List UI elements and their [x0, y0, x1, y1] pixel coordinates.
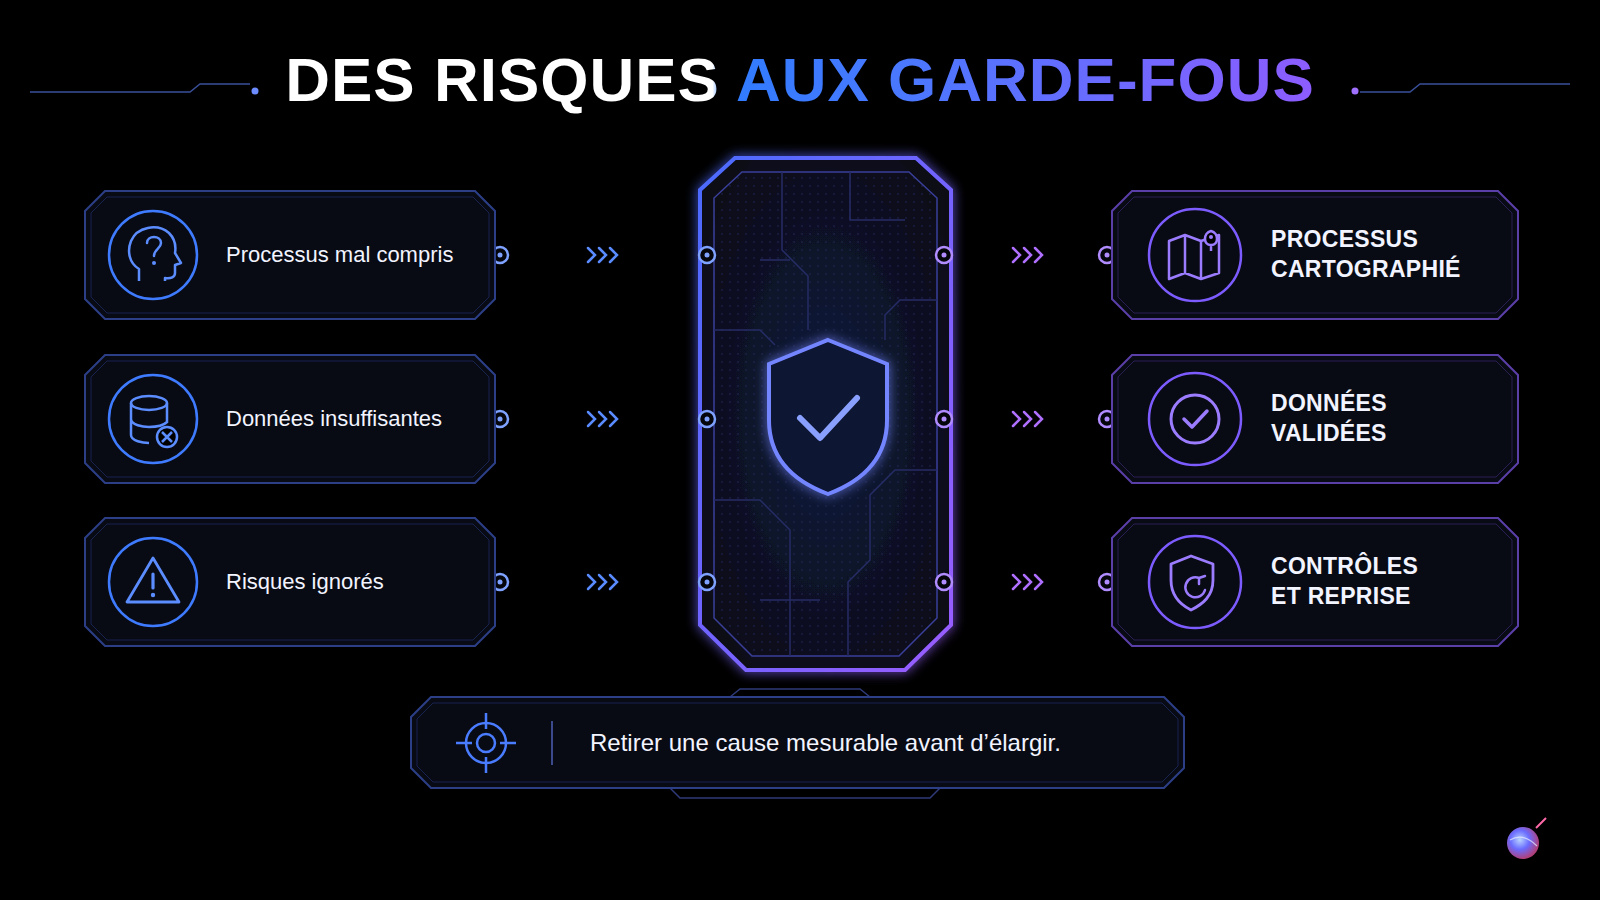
target-icon [436, 693, 536, 793]
flow-chevron [1035, 575, 1042, 589]
flow-chevron [1024, 575, 1031, 589]
safeguard-box: DONNÉES VALIDÉES [1112, 355, 1518, 483]
chevron-gap [586, 573, 598, 591]
flow-chevron [1035, 248, 1042, 262]
box-outline [1112, 191, 1518, 319]
map-icon [1145, 205, 1245, 305]
chevron-gap [1033, 246, 1045, 264]
diagram-title: DES RISQUES AUX GARDE-FOUS [285, 44, 1315, 115]
safeguard-label: CONTRÔLES ET REPRISE [1271, 552, 1446, 612]
port-dot [699, 574, 715, 590]
warn-icon [103, 532, 203, 632]
port-dot-core [705, 417, 710, 422]
port-dot-core [705, 253, 710, 258]
chevron-gap [597, 573, 609, 591]
flow-chevron [588, 412, 595, 426]
port-dot [699, 411, 715, 427]
port-dot-core [1105, 253, 1110, 258]
chevron-gap [1033, 410, 1045, 428]
safeguard-label: PROCESSUS CARTOGRAPHIÉ [1271, 225, 1446, 285]
flow-chevron [588, 575, 595, 589]
head-icon [103, 205, 203, 305]
risk-label: Données insuffisantes [226, 406, 442, 432]
flow-chevron [1024, 248, 1031, 262]
risk-box: Risques ignorés [85, 518, 495, 646]
flow-chevron [599, 248, 606, 262]
chevron-gap [1022, 410, 1034, 428]
connector-ports [492, 246, 1115, 591]
port-dot-core [1105, 417, 1110, 422]
chevron-gap [1011, 573, 1023, 591]
risk-box: Données insuffisantes [85, 355, 495, 483]
title-row: DES RISQUES AUX GARDE-FOUS [0, 44, 1600, 115]
port-dot [936, 247, 952, 263]
port-dot [699, 247, 715, 263]
port-dot [936, 574, 952, 590]
flow-chevron [588, 248, 595, 262]
safeguard-label: DONNÉES VALIDÉES [1271, 389, 1446, 449]
chevron-gap [608, 246, 620, 264]
port-dot-core [498, 417, 503, 422]
chevron-gap [608, 410, 620, 428]
port-dot [936, 411, 952, 427]
port-dot-core [942, 580, 947, 585]
flow-chevron [1013, 412, 1020, 426]
chevron-gap [597, 410, 609, 428]
chevron-gap [1022, 573, 1034, 591]
risk-label: Risques ignorés [226, 569, 384, 595]
box-outline [1112, 518, 1518, 646]
safeguard-box: PROCESSUS CARTOGRAPHIÉ [1112, 191, 1518, 319]
port-dot-core [1105, 580, 1110, 585]
flow-chevron [610, 248, 617, 262]
note-text: Retirer une cause mesurable avant d’élar… [590, 729, 1061, 757]
chevron-gap [608, 573, 620, 591]
logo-globe [1507, 818, 1546, 859]
flow-chevron [599, 575, 606, 589]
port-dot-core [498, 253, 503, 258]
port-dot-core [942, 253, 947, 258]
check-icon [1145, 369, 1245, 469]
box-outline [1112, 355, 1518, 483]
port-dot-core [498, 580, 503, 585]
note-bar: Retirer une cause mesurable avant d’élar… [411, 697, 1184, 788]
chevron-gap [586, 246, 598, 264]
chevron-gap [586, 410, 598, 428]
title-dot [252, 88, 259, 95]
flow-chevron [1013, 575, 1020, 589]
port-dot-core [705, 580, 710, 585]
shield-panel [700, 158, 951, 670]
shieldr-icon [1145, 532, 1245, 632]
chevron-gap [1011, 246, 1023, 264]
flow-chevron [1024, 412, 1031, 426]
flow-chevron [1035, 412, 1042, 426]
chevron-gap [1011, 410, 1023, 428]
chevron-gap [597, 246, 609, 264]
risk-label: Processus mal compris [226, 242, 453, 268]
chevron-gap [1033, 573, 1045, 591]
port-dot-core [942, 417, 947, 422]
flow-chevron [610, 412, 617, 426]
flow-chevron [610, 575, 617, 589]
risk-box: Processus mal compris [85, 191, 495, 319]
flow-chevron [1013, 248, 1020, 262]
chevron-gap [1022, 246, 1034, 264]
safeguard-box: CONTRÔLES ET REPRISE [1112, 518, 1518, 646]
title-dot [1352, 88, 1359, 95]
db-icon [103, 369, 203, 469]
flow-chevron [599, 412, 606, 426]
